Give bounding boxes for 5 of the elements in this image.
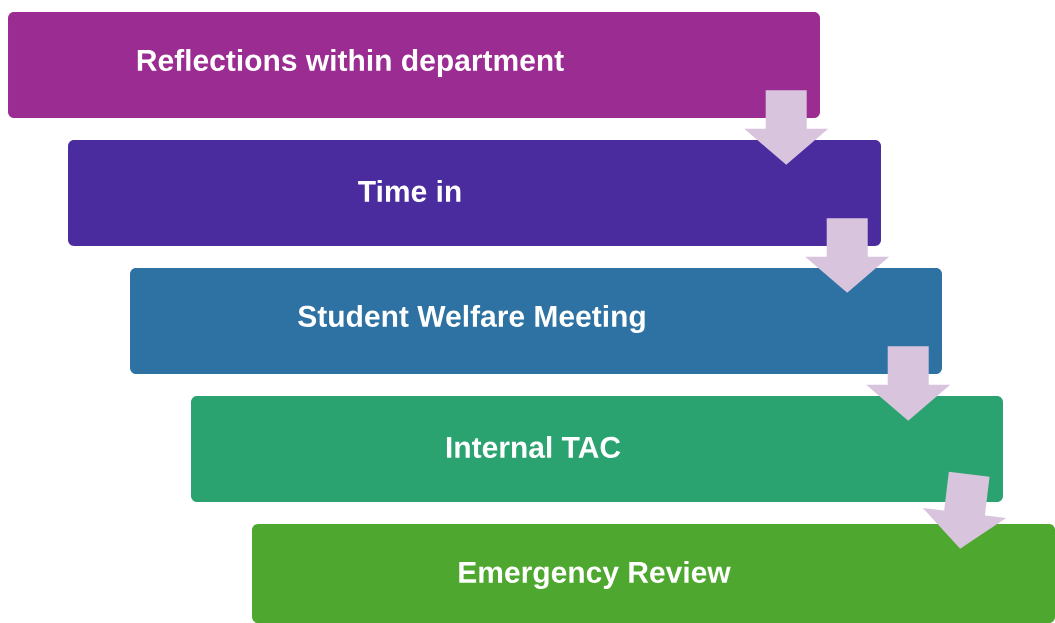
process-box: Time in	[68, 140, 881, 246]
process-box: Internal TAC	[191, 396, 1003, 502]
process-box: Student Welfare Meeting	[130, 268, 942, 374]
process-box: Reflections within department	[8, 12, 820, 118]
process-box: Emergency Review	[252, 524, 1055, 623]
